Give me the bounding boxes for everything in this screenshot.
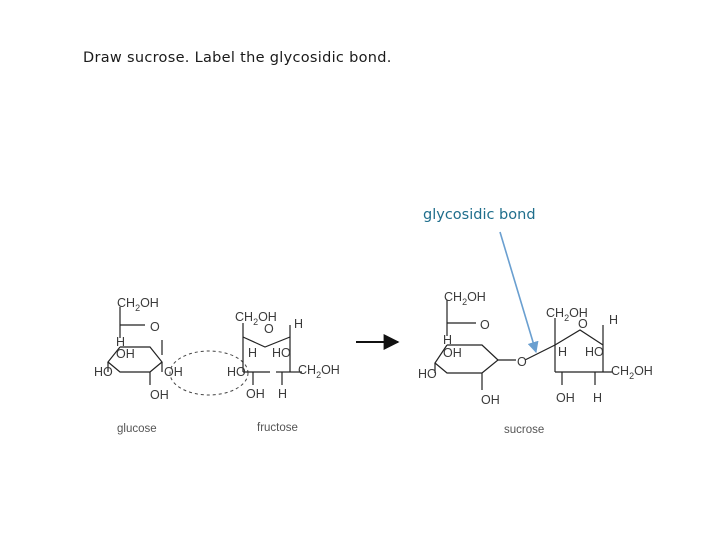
- glucose-oh-left: OH: [116, 347, 135, 361]
- fructose-ch2oh-right: CH2OH: [298, 363, 340, 380]
- sucrose-structure: [434, 300, 612, 390]
- fructose-ring-o: O: [264, 322, 274, 336]
- fructose-ho-left: HO: [227, 365, 246, 379]
- sucrose-ring-o-fructose: O: [578, 317, 588, 331]
- glucose-ho: HO: [94, 365, 113, 379]
- fructose-ch2oh-top: CH2OH: [235, 310, 277, 327]
- glucose-caption: glucose: [117, 423, 157, 435]
- sucrose-h-fructose-bottom: H: [593, 391, 602, 405]
- glucose-oh-right: OH: [164, 365, 183, 379]
- condensation-ellipse: [169, 350, 249, 396]
- glucose-h: H: [116, 335, 125, 349]
- fructose-oh-bottom: OH: [246, 387, 265, 401]
- sucrose-bridge-o: O: [517, 355, 527, 369]
- glucose-ch2oh: CH2OH: [117, 296, 159, 313]
- sucrose-ring-o-glucose: O: [480, 318, 490, 332]
- sucrose-ch2oh-fructose: CH2OH: [546, 306, 588, 323]
- fructose-caption: fructose: [257, 422, 298, 434]
- sucrose-h-glucose: H: [443, 333, 452, 347]
- question-text: Draw sucrose. Label the glycosidic bond.: [83, 50, 392, 66]
- fructose-h-top: H: [294, 317, 303, 331]
- sucrose-ho-fructose: HO: [585, 345, 604, 359]
- sucrose-h-fructose-top: H: [609, 313, 618, 327]
- glucose-ring-o: O: [150, 320, 160, 334]
- sucrose-ch2oh-glucose: CH2OH: [444, 290, 486, 307]
- sucrose-oh-glucose: OH: [443, 346, 462, 360]
- glucose-oh-bottom: OH: [150, 388, 169, 402]
- sucrose-h-fructose-left: H: [558, 345, 567, 359]
- fructose-ho-right: HO: [272, 346, 291, 360]
- glycosidic-bond-label: glycosidic bond: [423, 207, 536, 223]
- fructose-h-bottom: H: [278, 387, 287, 401]
- fructose-structure: [242, 323, 302, 385]
- sucrose-ho-glucose: HO: [418, 367, 437, 381]
- sucrose-caption: sucrose: [504, 424, 544, 436]
- fructose-h-left: H: [248, 346, 257, 360]
- sucrose-ch2oh-fructose-right: CH2OH: [611, 364, 653, 381]
- glycosidic-bond-pointer-arrow: [499, 231, 539, 354]
- glucose-structure: [107, 307, 163, 385]
- sucrose-oh-fructose-bottom: OH: [556, 391, 575, 405]
- sucrose-oh-glucose-bottom: OH: [481, 393, 500, 407]
